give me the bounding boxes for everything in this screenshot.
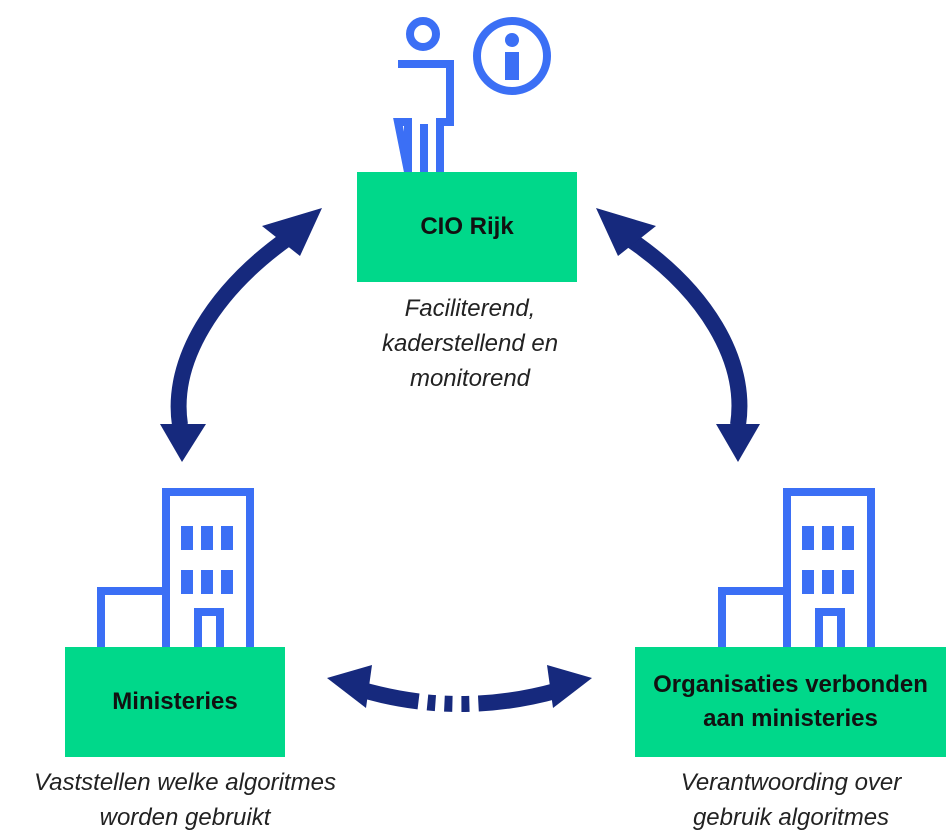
organisaties-box: Organisaties verbonden aan ministeries <box>635 647 946 757</box>
ministeries-label: Ministeries <box>112 688 238 716</box>
organisaties-label: Organisaties verbonden aan ministeries <box>653 671 928 732</box>
cio-rijk-label: CIO Rijk <box>420 213 514 241</box>
ministeries-box: Ministeries <box>65 647 285 757</box>
cio-rijk-box: CIO Rijk <box>357 172 577 282</box>
organisaties-description: Verantwoording over gebruik algoritmes <box>680 769 902 831</box>
ministeries-description: Vaststellen welke algoritmes worden gebr… <box>34 769 336 831</box>
arrow-cio-organisaties <box>596 208 760 462</box>
building-icon <box>97 488 254 651</box>
arrow-cio-ministeries <box>160 208 322 462</box>
building-icon <box>718 488 875 651</box>
person-icon <box>393 17 454 173</box>
arrow-ministeries-organisaties <box>327 665 592 712</box>
info-icon <box>473 17 551 95</box>
cio-rijk-description: Faciliterend, kaderstellend en monitoren… <box>381 295 559 392</box>
